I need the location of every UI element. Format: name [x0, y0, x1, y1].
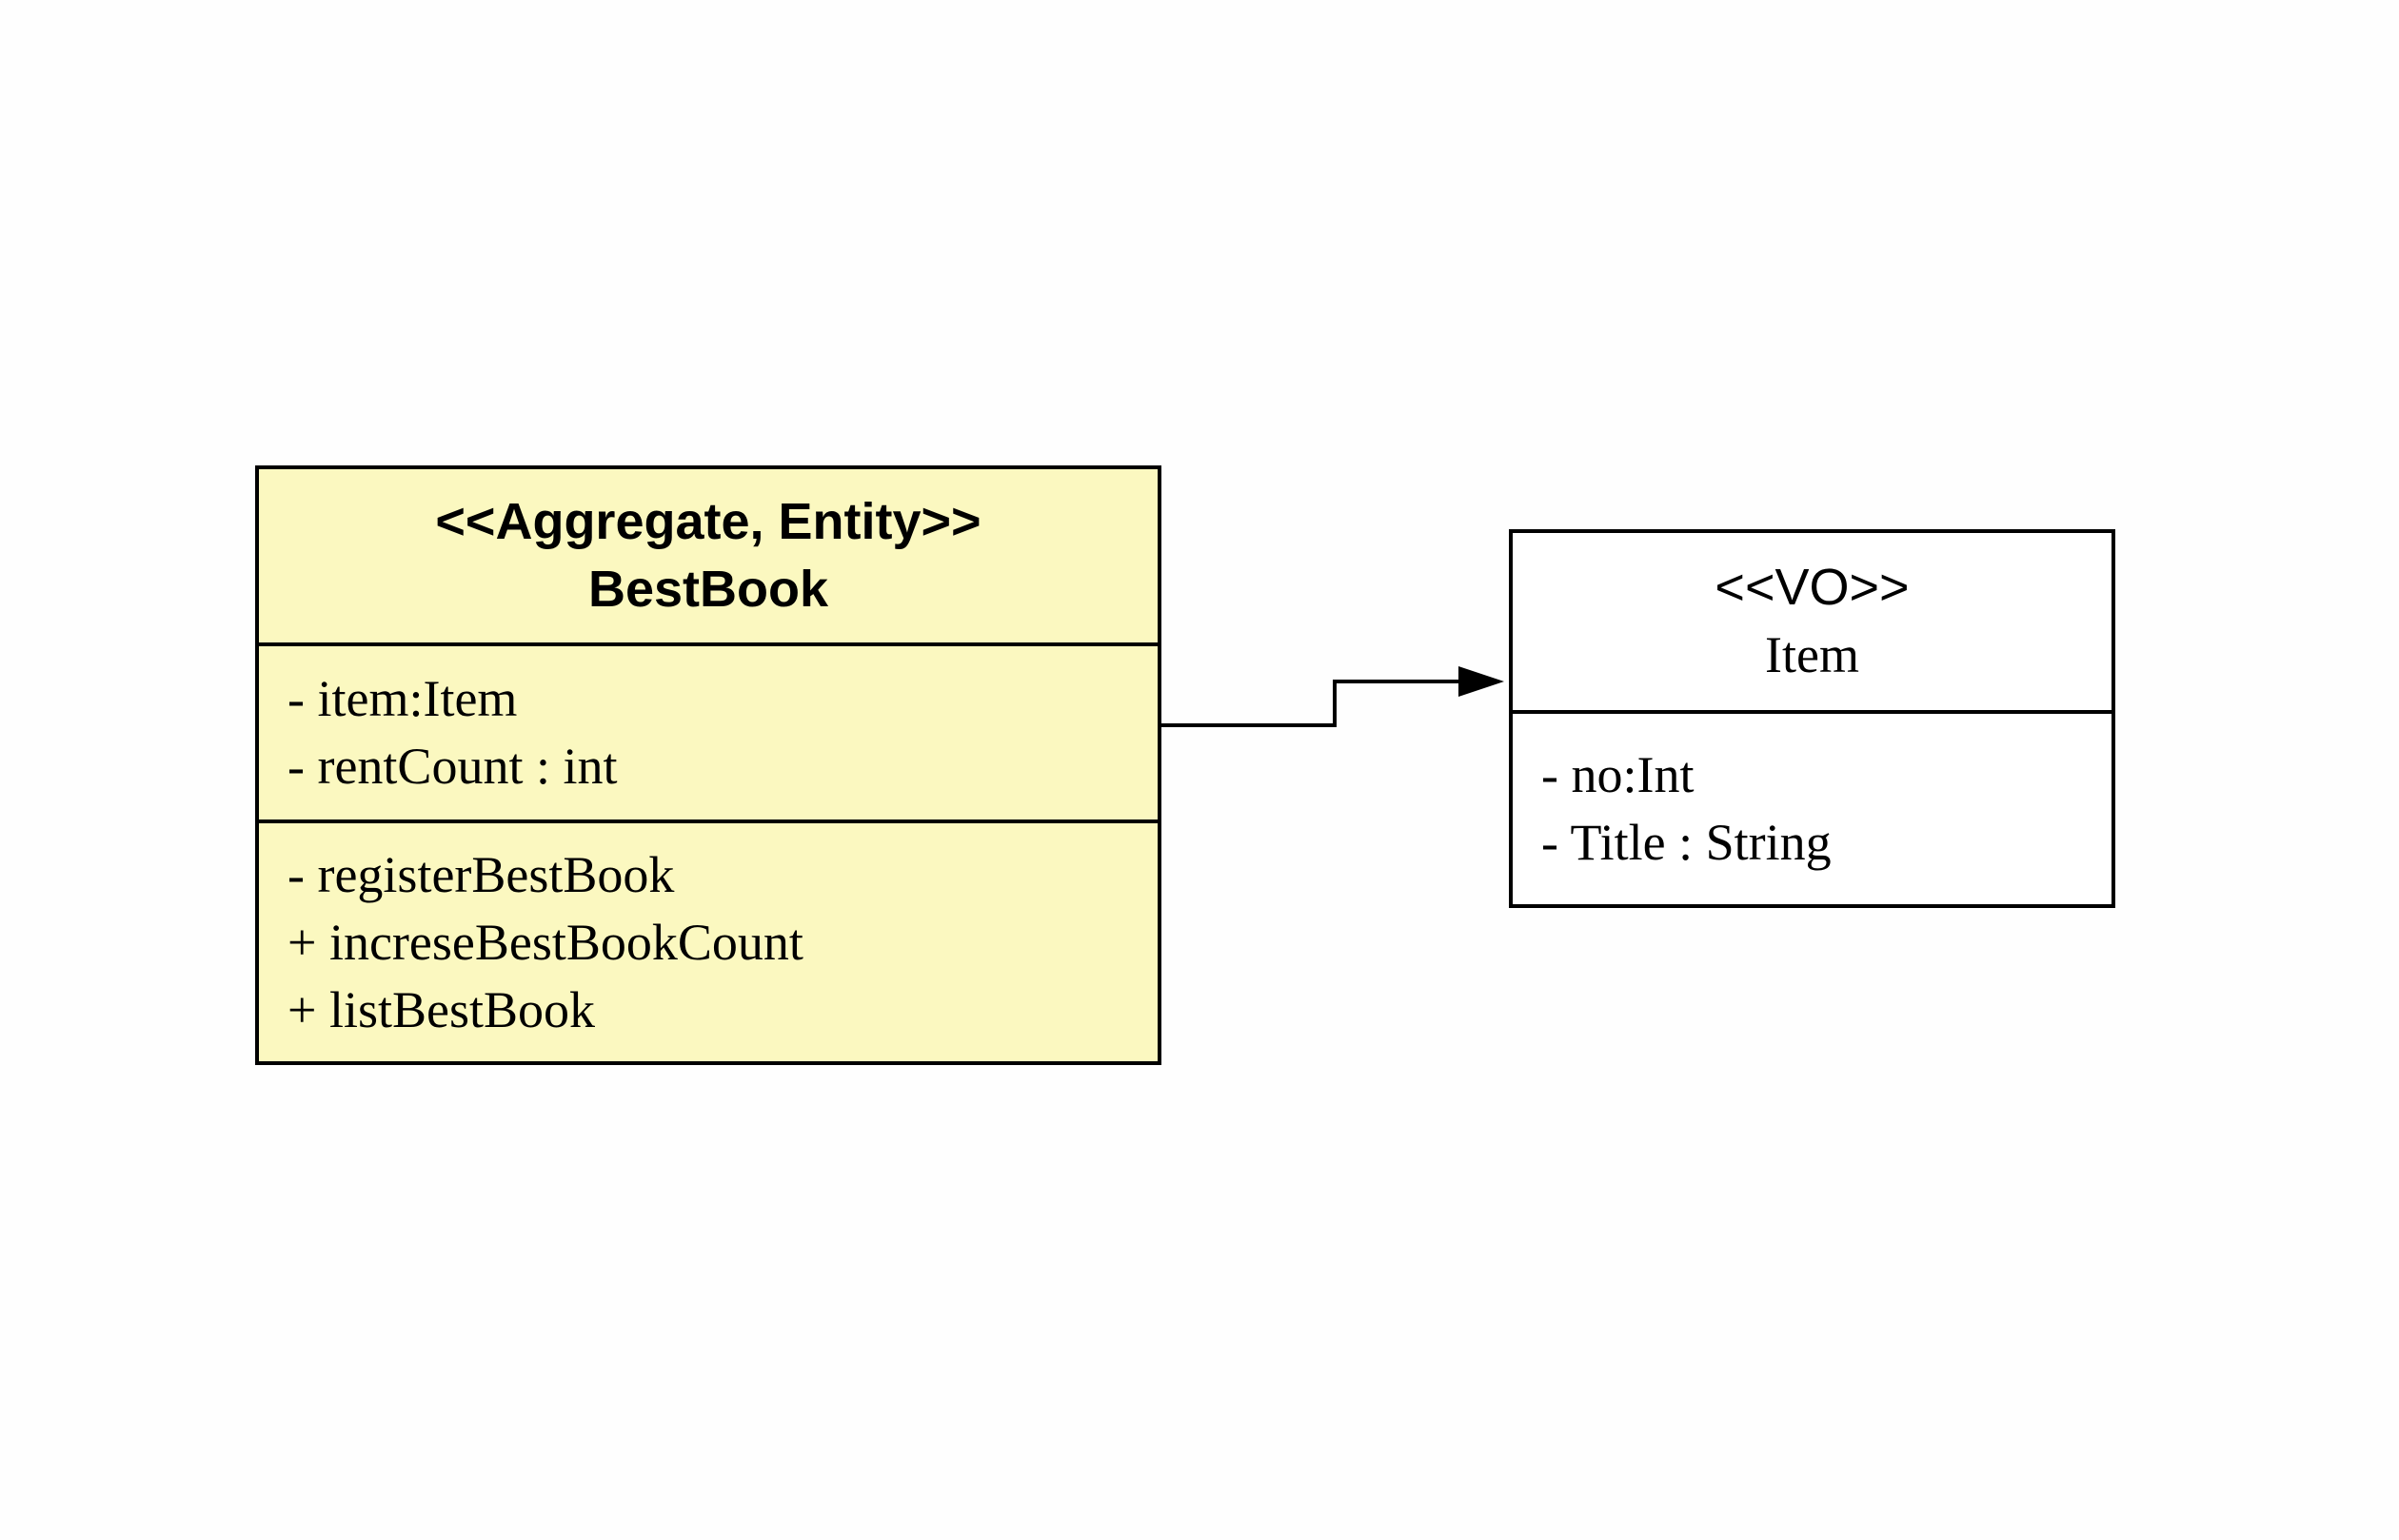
association-line: [1161, 680, 1460, 727]
class-item[interactable]: <<VO>> Item - no:Int - Title : String: [1509, 529, 2115, 908]
class-bestbook-operations: - registerBestBook + increseBestBookCoun…: [259, 823, 1158, 1061]
attribute-item: - item:Item: [287, 670, 518, 727]
class-item-header: <<VO>> Item: [1513, 533, 2112, 714]
operation-listbestbook: + listBestBook: [287, 980, 595, 1038]
operation-registerbestbook: - registerBestBook: [287, 845, 675, 903]
operation-increasebestbookcount: + increseBestBookCount: [287, 913, 803, 971]
class-bestbook-stereotype: <<Aggregate, Entity>>: [435, 493, 981, 550]
class-bestbook[interactable]: <<Aggregate, Entity>> BestBook - item:It…: [255, 465, 1161, 1065]
association-arrowhead: [1458, 666, 1504, 697]
class-bestbook-attributes: - item:Item - rentCount : int: [259, 646, 1158, 823]
class-item-stereotype: <<VO>>: [1715, 559, 1910, 616]
class-bestbook-name: BestBook: [587, 561, 829, 618]
attribute-no: - no:Int: [1541, 746, 1695, 803]
class-item-attributes: - no:Int - Title : String: [1513, 714, 2112, 904]
class-item-name: Item: [1765, 626, 1859, 683]
attribute-title: - Title : String: [1541, 814, 1832, 871]
attribute-rentcount: - rentCount : int: [287, 738, 618, 795]
class-bestbook-header: <<Aggregate, Entity>> BestBook: [259, 469, 1158, 646]
